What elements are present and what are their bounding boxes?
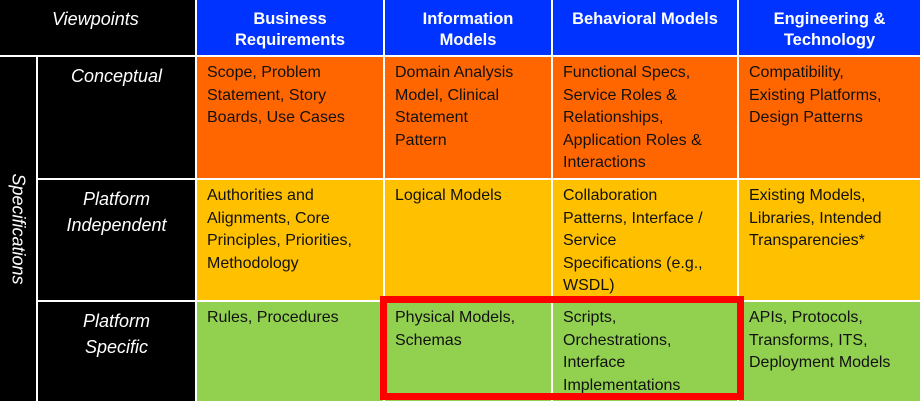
col-header-business-requirements: Business Requirements [197,0,385,57]
cell-conceptual-information: Domain Analysis Model, Clinical Statemen… [385,57,553,180]
cell-specific-information: Physical Models, Schemas [385,302,553,403]
specifications-side-label-text: Specifications [8,173,29,285]
col-header-information-models: Information Models [385,0,553,57]
cell-specific-business: Rules, Procedures [197,302,385,403]
viewpoints-corner-label: Viewpoints [0,0,197,57]
cell-independent-behavioral: Collaboration Patterns, Interface / Serv… [553,180,739,302]
col-header-behavioral-models: Behavioral Models [553,0,739,57]
col-header-engineering-technology: Engineering & Technology [739,0,922,57]
row-header-conceptual: Conceptual [38,57,197,180]
cell-specific-engineering: APIs, Protocols, Transforms, ITS, Deploy… [739,302,922,403]
row-header-platform-specific: Platform Specific [38,302,197,403]
cell-independent-engineering: Existing Models, Libraries, Intended Tra… [739,180,922,302]
specifications-side-label: Specifications [0,57,38,403]
cell-conceptual-behavioral: Functional Specs, Service Roles & Relati… [553,57,739,180]
cell-independent-business: Authorities and Alignments, Core Princip… [197,180,385,302]
cell-specific-behavioral: Scripts, Orchestrations, Interface Imple… [553,302,739,403]
cell-conceptual-business: Scope, Problem Statement, Story Boards, … [197,57,385,180]
cell-independent-information: Logical Models [385,180,553,302]
row-header-platform-independent: Platform Independent [38,180,197,302]
cell-conceptual-engineering: Compatibility, Existing Platforms, Desig… [739,57,922,180]
